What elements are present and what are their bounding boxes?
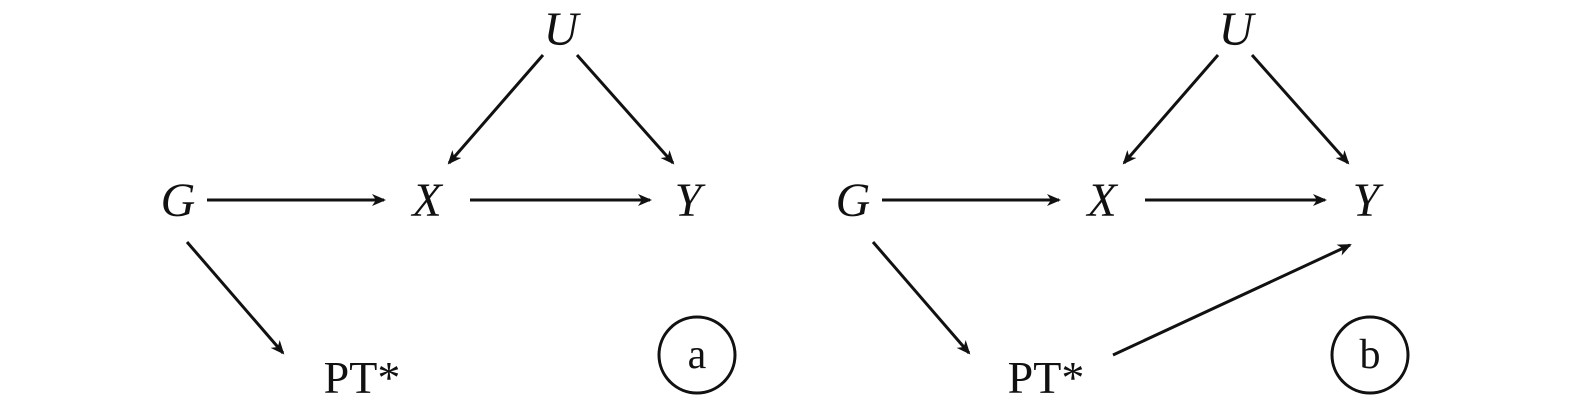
node-u: U	[1219, 3, 1257, 56]
edge-u-x	[1122, 54, 1220, 165]
node-u: U	[544, 3, 582, 56]
edge-u-y	[575, 54, 675, 165]
edge-g-pt	[185, 241, 285, 355]
panel-tag-circle	[1330, 315, 1410, 395]
node-g: G	[161, 174, 196, 227]
node-g: G	[836, 174, 871, 227]
panel-a: U G X Y PT* a	[161, 3, 737, 403]
edge-pt-y	[1112, 243, 1352, 357]
edge-u-y	[1250, 54, 1350, 165]
panel-tag-b: b	[1360, 332, 1381, 378]
panel-b: U G X Y PT* b	[836, 3, 1410, 403]
panel-tag-a: a	[688, 332, 707, 378]
node-x: X	[410, 174, 443, 227]
panel-tag-circle	[657, 315, 737, 395]
edge-u-x	[447, 54, 545, 165]
edge-g-pt	[871, 241, 971, 355]
node-y: Y	[1353, 174, 1384, 227]
node-pt: PT*	[1008, 352, 1085, 403]
node-y: Y	[675, 174, 706, 227]
node-x: X	[1085, 174, 1118, 227]
node-pt: PT*	[324, 352, 401, 403]
